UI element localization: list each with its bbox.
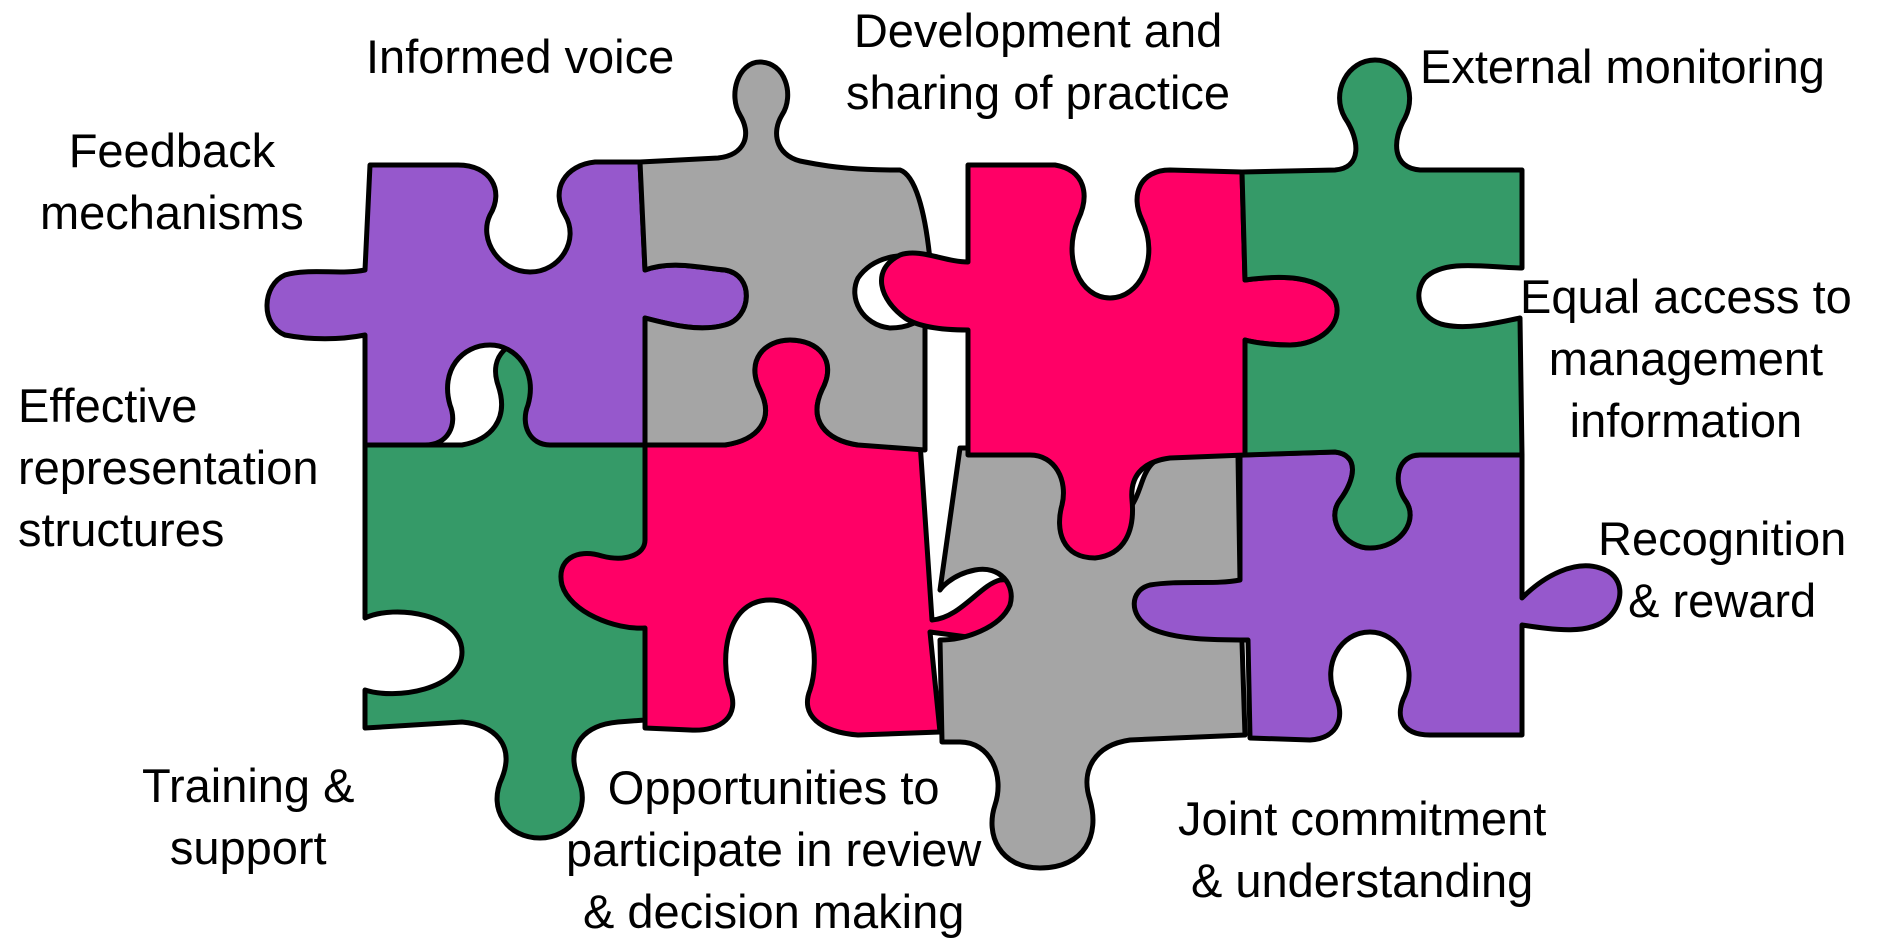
label-line: information: [1569, 394, 1803, 447]
label-opportunities: Opportunities to participate in review &…: [566, 757, 981, 943]
label-line: support: [169, 821, 327, 874]
label-equal-access: Equal access to management information: [1520, 266, 1852, 452]
label-line: & understanding: [1190, 854, 1534, 907]
label-line: representation: [18, 441, 319, 494]
label-line: management: [1548, 332, 1824, 385]
label-line: Equal access to: [1520, 270, 1852, 323]
informed-voice-piece: [637, 59, 933, 453]
label-line: Feedback: [68, 124, 276, 177]
label-line: participate in review: [566, 823, 982, 876]
label-effective-representation: Effective representation structures: [18, 375, 318, 561]
label-training-support: Training & support: [142, 755, 354, 879]
label-line: External monitoring: [1420, 40, 1825, 93]
label-line: Opportunities to: [607, 761, 940, 814]
label-line: Development and: [853, 4, 1223, 57]
label-line: & reward: [1628, 574, 1817, 627]
label-line: & decision making: [582, 885, 965, 938]
label-line: mechanisms: [40, 186, 304, 239]
label-line: Informed voice: [366, 30, 675, 83]
external-monitoring-piece: [1239, 57, 1525, 551]
label-line: sharing of practice: [846, 66, 1231, 119]
label-recognition-reward: Recognition & reward: [1598, 508, 1846, 632]
label-development-sharing: Development and sharing of practice: [846, 0, 1230, 124]
label-line: Recognition: [1598, 512, 1847, 565]
label-feedback-mechanisms: Feedback mechanisms: [40, 120, 304, 244]
label-line: Effective: [18, 379, 198, 432]
label-external-monitoring: External monitoring: [1420, 36, 1825, 98]
label-informed-voice: Informed voice: [366, 26, 674, 88]
label-line: structures: [18, 503, 225, 556]
label-line: Joint commitment: [1178, 792, 1547, 845]
label-line: Training &: [142, 759, 355, 812]
label-joint-commitment: Joint commitment & understanding: [1178, 788, 1546, 912]
